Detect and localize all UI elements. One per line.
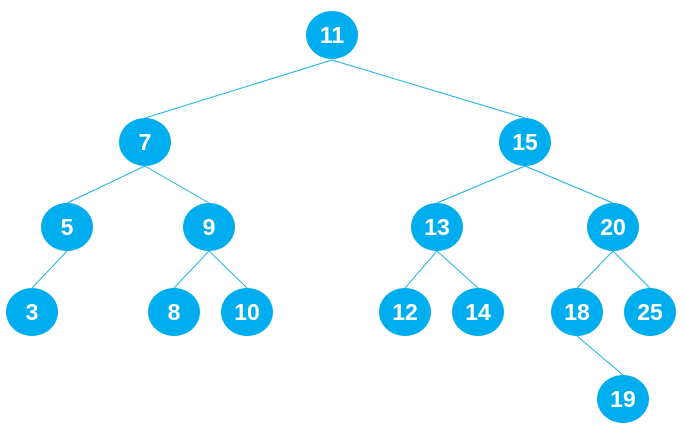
node-circle bbox=[587, 203, 639, 251]
node-label: 12 bbox=[392, 299, 418, 325]
node-circle bbox=[148, 288, 200, 336]
tree-nodes: 11 7 15 5 9 13 20 3 bbox=[6, 11, 676, 423]
edge-20-25 bbox=[612, 250, 651, 289]
tree-node: 14 bbox=[452, 288, 504, 336]
edge-13-12 bbox=[404, 250, 438, 289]
node-circle bbox=[41, 203, 93, 251]
node-label: 13 bbox=[424, 214, 450, 240]
edge-11-15 bbox=[331, 59, 526, 119]
node-label: 11 bbox=[320, 22, 345, 48]
tree-node: 10 bbox=[221, 288, 273, 336]
edge-9-10 bbox=[208, 250, 248, 289]
tree-node: 9 bbox=[183, 203, 235, 251]
node-label: 15 bbox=[512, 129, 538, 155]
tree-node: 11 bbox=[306, 11, 358, 59]
tree-node: 8 bbox=[148, 288, 200, 336]
edge-15-20 bbox=[524, 165, 614, 204]
edge-15-13 bbox=[436, 165, 526, 204]
edge-20-18 bbox=[576, 250, 614, 289]
tree-node: 7 bbox=[119, 118, 171, 166]
edge-7-5 bbox=[66, 165, 146, 204]
node-circle bbox=[551, 288, 603, 336]
node-circle bbox=[379, 288, 431, 336]
edge-5-3 bbox=[31, 250, 68, 289]
node-label: 18 bbox=[564, 299, 590, 325]
edge-7-9 bbox=[144, 165, 210, 204]
edge-11-7 bbox=[144, 59, 333, 119]
node-circle bbox=[119, 118, 171, 166]
node-label: 3 bbox=[26, 299, 39, 325]
node-circle bbox=[306, 11, 358, 59]
node-circle bbox=[452, 288, 504, 336]
tree-node: 18 bbox=[551, 288, 603, 336]
node-circle bbox=[411, 203, 463, 251]
tree-node: 15 bbox=[499, 118, 551, 166]
node-circle bbox=[624, 288, 676, 336]
node-label: 14 bbox=[465, 299, 491, 325]
tree-node: 5 bbox=[41, 203, 93, 251]
node-circle bbox=[597, 375, 649, 423]
tree-node: 25 bbox=[624, 288, 676, 336]
node-label: 7 bbox=[139, 129, 152, 155]
tree-node: 20 bbox=[587, 203, 639, 251]
node-circle bbox=[499, 118, 551, 166]
node-label: 25 bbox=[637, 299, 663, 325]
node-label: 8 bbox=[168, 299, 181, 325]
node-label: 20 bbox=[600, 214, 626, 240]
node-circle bbox=[183, 203, 235, 251]
node-label: 19 bbox=[610, 386, 636, 412]
node-label: 9 bbox=[203, 214, 216, 240]
tree-node: 12 bbox=[379, 288, 431, 336]
node-label: 5 bbox=[61, 214, 74, 240]
edge-9-8 bbox=[173, 250, 210, 289]
node-circle bbox=[221, 288, 273, 336]
tree-node: 19 bbox=[597, 375, 649, 423]
tree-node: 3 bbox=[6, 288, 58, 336]
node-circle bbox=[6, 288, 58, 336]
edge-13-14 bbox=[436, 250, 479, 289]
edge-18-19 bbox=[576, 335, 624, 376]
tree-edges bbox=[31, 59, 651, 376]
node-label: 10 bbox=[234, 299, 260, 325]
tree-node: 13 bbox=[411, 203, 463, 251]
